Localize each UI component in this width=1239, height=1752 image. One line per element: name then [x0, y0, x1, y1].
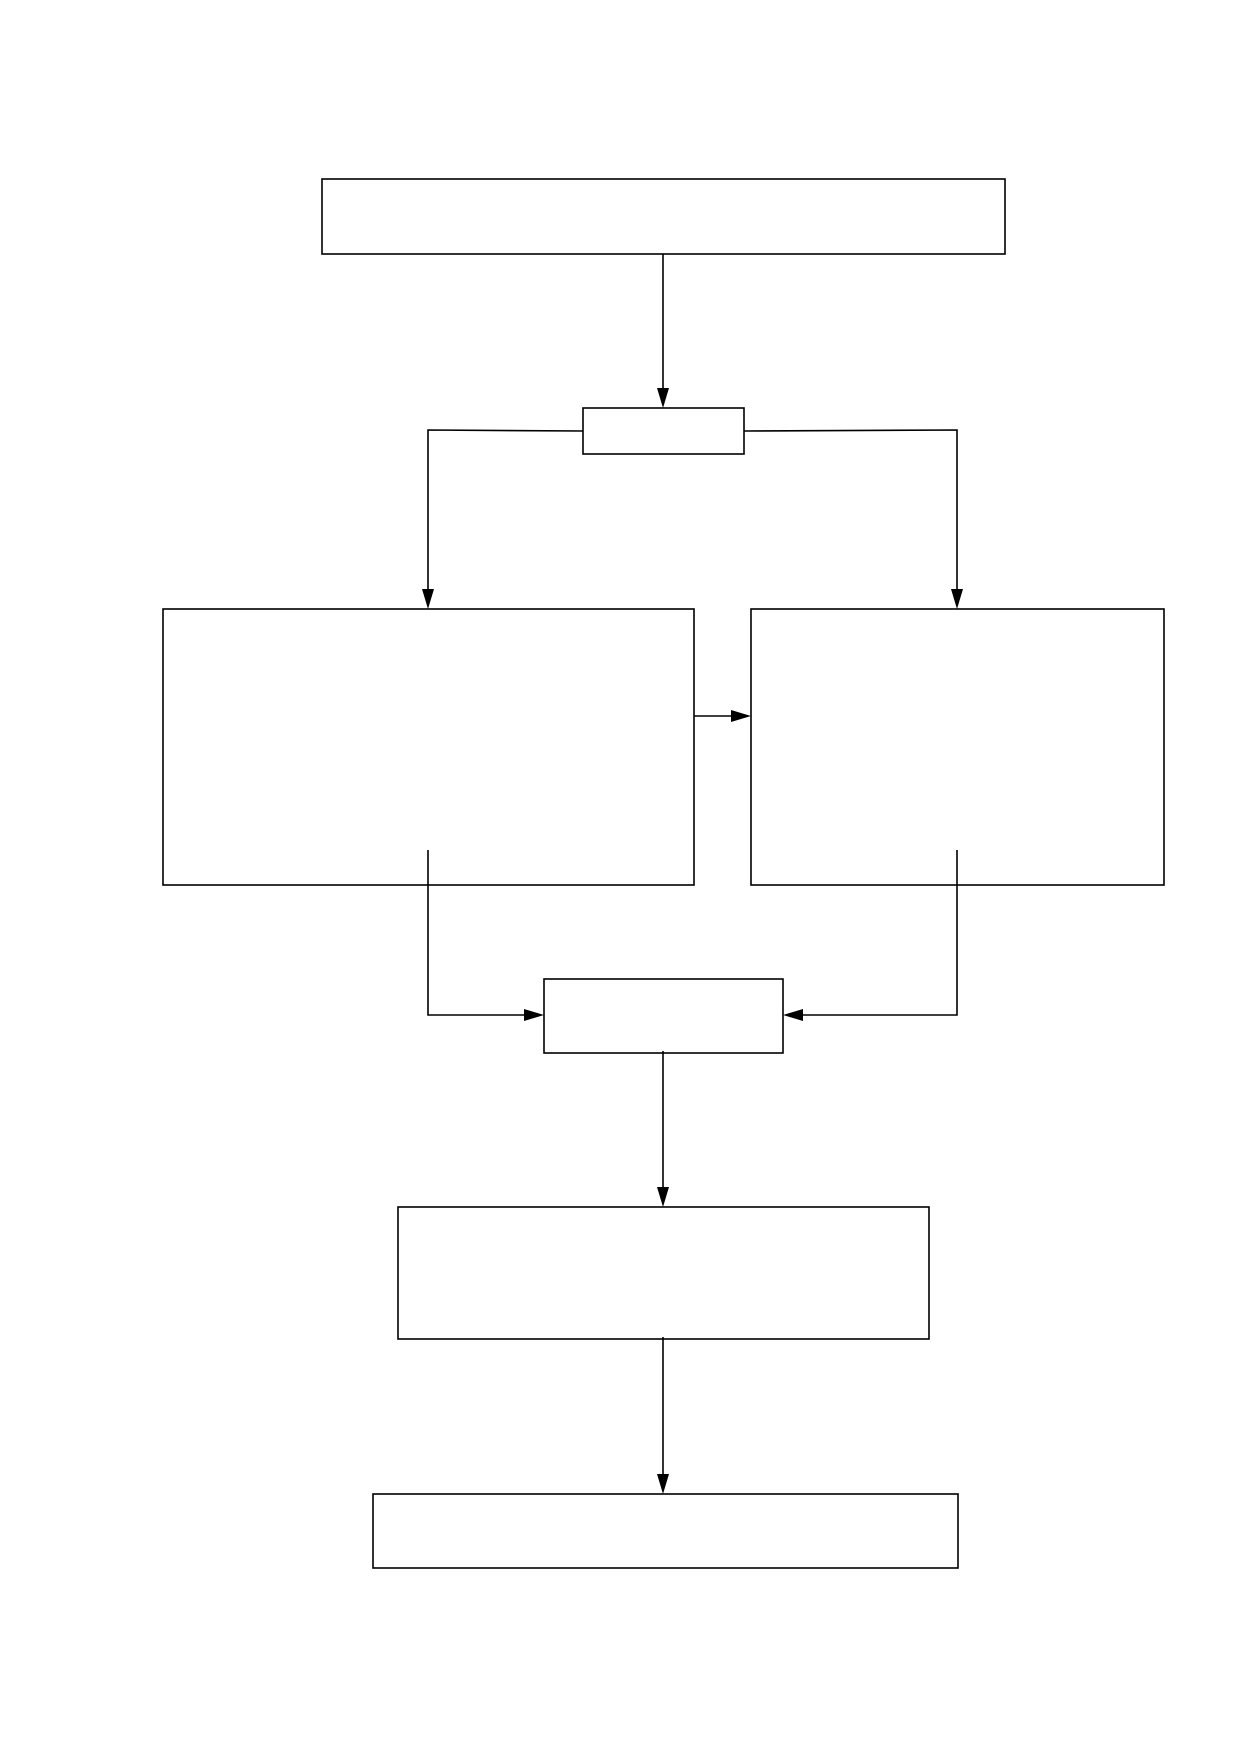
node-right: [750, 608, 1165, 886]
node-lower: [397, 1206, 930, 1340]
arrowhead-right-to-merge: [783, 1009, 803, 1021]
node-split: [582, 407, 745, 455]
arrowhead-split-to-right: [951, 589, 963, 609]
node-bottom: [372, 1493, 959, 1569]
arrowhead-left-to-merge: [524, 1009, 544, 1021]
edge-right-to-merge: [802, 850, 958, 1016]
arrowhead-top-to-split: [657, 388, 669, 408]
node-merge: [543, 978, 784, 1054]
arrowhead-left-to-right: [731, 710, 751, 722]
edge-left-to-merge: [427, 850, 525, 1016]
node-top: [321, 178, 1006, 255]
edge-split-to-left: [427, 429, 584, 590]
arrowhead-lower-to-bottom: [657, 1474, 669, 1494]
edge-split-to-right: [743, 429, 958, 590]
arrowhead-split-to-left: [422, 589, 434, 609]
arrowhead-merge-to-lower: [657, 1187, 669, 1207]
node-left: [162, 608, 695, 886]
